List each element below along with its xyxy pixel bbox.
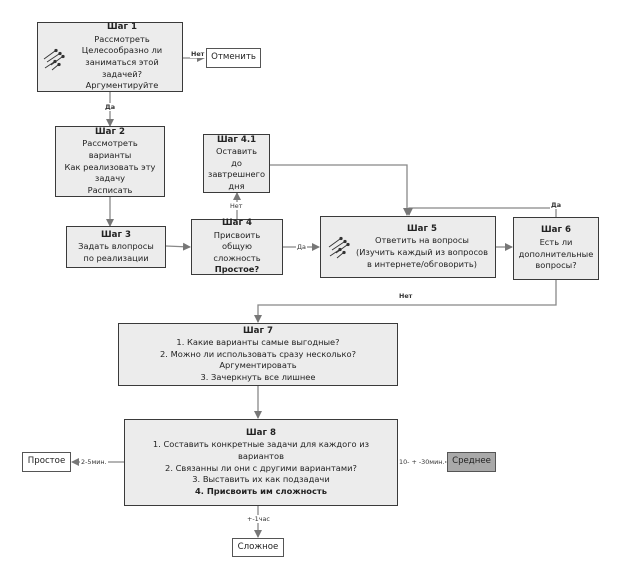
step-8-line-1: 1. Составить конкретные задачи для каждо… <box>152 439 370 461</box>
label-no-step41: Нет <box>229 202 244 210</box>
edge-step41-step5 <box>270 164 411 216</box>
step-4-1-title: Шаг 4.1 <box>216 134 257 145</box>
step-2-line-3: задачу <box>94 173 126 184</box>
step-4-1-node[interactable]: Шаг 4.1 Оставить до завтрешнего дня <box>203 134 270 193</box>
step-2-title: Шаг 2 <box>95 126 125 137</box>
step-4-line-2: сложность <box>213 252 261 263</box>
label-yes-step6: Да <box>550 201 563 209</box>
step-6-line-3: вопросы? <box>535 260 577 271</box>
simple-node[interactable]: Простое <box>22 452 71 472</box>
step-7-line-1: 1. Какие варианты самые выгодные? <box>176 337 340 348</box>
step-8-node[interactable]: Шаг 8 1. Составить конкретные задачи для… <box>124 419 398 506</box>
label-yes-step2: Да <box>104 103 117 111</box>
step-4-1-line-1: Оставить до <box>215 146 257 168</box>
label-no-cancel: Нет <box>190 50 206 58</box>
edge-step6-step7 <box>254 280 557 323</box>
step-3-node[interactable]: Шаг 3 Задать влопросы по реализации <box>66 226 166 268</box>
cancel-node[interactable]: Отменить <box>206 48 261 68</box>
brainstorm-icon <box>43 48 65 71</box>
cancel-label: Отменить <box>211 52 256 63</box>
complex-node[interactable]: Сложное <box>232 538 284 557</box>
brainstorm-icon <box>328 236 350 259</box>
step-1-line-2: Целесообразно ли <box>81 45 163 56</box>
step-4-line-1: Присвоить общую <box>213 229 261 252</box>
step-1-title: Шаг 1 <box>107 22 137 33</box>
step-4-1-line-3: дня <box>228 180 245 191</box>
step-8-line-3: 3. Выставить их как подзадачи <box>192 474 330 485</box>
step-6-title: Шаг 6 <box>541 225 571 236</box>
edge-step6-step5 <box>405 207 557 217</box>
step-6-node[interactable]: Шаг 6 Есть ли дополнительные вопросы? <box>513 217 599 280</box>
step-1-node[interactable]: Шаг 1 Рассмотреть Целесообразно ли заним… <box>37 22 183 92</box>
step-1-line-1: Рассмотреть <box>94 33 150 44</box>
step-7-node[interactable]: Шаг 7 1. Какие варианты самые выгодные? … <box>118 323 398 386</box>
step-1-line-4: Аргументируйте <box>85 80 159 91</box>
label-time-medium: 10- + -30мин. <box>398 458 446 466</box>
label-yes-step5: Да <box>296 243 307 251</box>
step-4-title: Шаг 4 <box>222 218 252 229</box>
medium-node[interactable]: Среднее <box>447 452 496 472</box>
step-4-question: Простое? <box>214 264 260 275</box>
step-7-line-3: 3. Зачеркнуть все лишнее <box>200 371 316 382</box>
label-time-simple: 2-5мин. <box>80 458 108 466</box>
label-time-complex: +-1час <box>246 515 271 523</box>
step-8-title: Шаг 8 <box>246 427 276 438</box>
step-7-title: Шаг 7 <box>243 325 273 336</box>
label-no-step7: Нет <box>398 292 414 300</box>
step-2-line-4: Расписать <box>87 184 133 195</box>
simple-label: Простое <box>27 456 66 467</box>
step-2-line-1: Рассмотреть варианты <box>82 138 138 160</box>
step-3-line-2: по реализации <box>83 252 149 263</box>
step-3-line-1: Задать влопросы <box>78 241 154 252</box>
step-6-line-2: дополнительные <box>518 248 594 259</box>
step-1-line-3: заниматься этой задачей? <box>85 57 159 79</box>
step-4-1-line-2: завтрешнего <box>207 169 266 180</box>
step-2-node[interactable]: Шаг 2 Рассмотреть варианты Как реализова… <box>55 126 165 197</box>
step-5-title: Шаг 5 <box>407 223 437 234</box>
step-4-node[interactable]: Шаг 4 Присвоить общую сложность Простое? <box>191 218 283 275</box>
medium-label: Среднее <box>452 456 491 467</box>
step-6-line-1: Есть ли <box>539 236 573 247</box>
step-5-line-3: в интернете/обговорить) <box>366 258 478 269</box>
edge-step3-step4 <box>165 242 191 251</box>
step-5-node[interactable]: Шаг 5 Ответить на вопросы (Изучить кажды… <box>320 216 496 278</box>
step-3-title: Шаг 3 <box>101 229 131 240</box>
complex-label: Сложное <box>237 541 279 552</box>
step-8-line-4: 4. Присвоить им сложность <box>195 485 327 496</box>
step-8-line-2: 2. Связанны ли они с другими вариантами? <box>165 462 357 473</box>
step-5-line-1: Ответить на вопросы <box>375 235 469 246</box>
step-2-line-2: Как реализовать эту <box>64 161 156 172</box>
step-7-line-2: 2. Можно ли использовать сразу несколько… <box>160 348 356 371</box>
step-5-line-2: (Изучить каждый из вопросов <box>355 247 488 257</box>
